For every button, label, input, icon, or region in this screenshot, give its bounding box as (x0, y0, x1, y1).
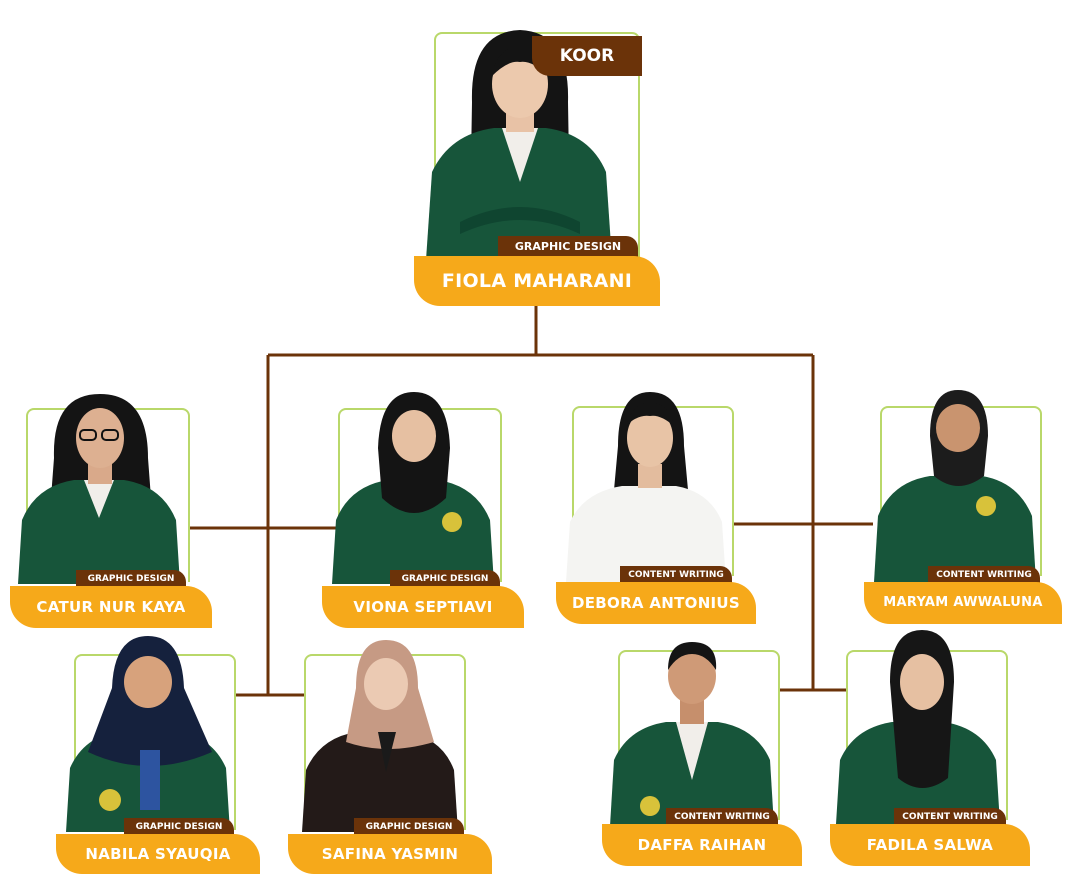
lead-photo-frame (434, 32, 640, 258)
member-role-tag: CONTENT WRITING (894, 808, 1006, 826)
lead-name-plate: FIOLA MAHARANI (414, 256, 660, 306)
member-photo (18, 394, 180, 584)
member-photo (332, 392, 494, 584)
member-role-tag: CONTENT WRITING (620, 566, 732, 584)
member-name-plate: CATUR NUR KAYA (10, 586, 212, 628)
member-name-plate: NABILA SYAUQIA (56, 834, 260, 874)
member-name-plate: DEBORA ANTONIUS (556, 582, 756, 624)
member-role-tag: GRAPHIC DESIGN (354, 818, 464, 836)
koor-badge: KOOR (532, 36, 642, 76)
member-role-tag: GRAPHIC DESIGN (76, 570, 186, 588)
member-name-plate: MARYAM AWWALUNA (864, 582, 1062, 624)
member-role-tag: GRAPHIC DESIGN (124, 818, 234, 836)
member-photo (610, 642, 774, 826)
member-role-tag: CONTENT WRITING (666, 808, 778, 826)
member-name-plate: DAFFA RAIHAN (602, 824, 802, 866)
member-photo (874, 390, 1036, 582)
member-photo (836, 630, 1000, 824)
member-photo (66, 636, 230, 832)
member-photo (302, 640, 458, 832)
member-name-plate: FADILA SALWA (830, 824, 1030, 866)
lead-role-tag: GRAPHIC DESIGN (498, 236, 638, 258)
member-photo (566, 392, 726, 582)
member-role-tag: GRAPHIC DESIGN (390, 570, 500, 588)
member-role-tag: CONTENT WRITING (928, 566, 1040, 584)
lead-photo (426, 30, 612, 260)
member-name-plate: VIONA SEPTIAVI (322, 586, 524, 628)
member-name-plate: SAFINA YASMIN (288, 834, 492, 874)
